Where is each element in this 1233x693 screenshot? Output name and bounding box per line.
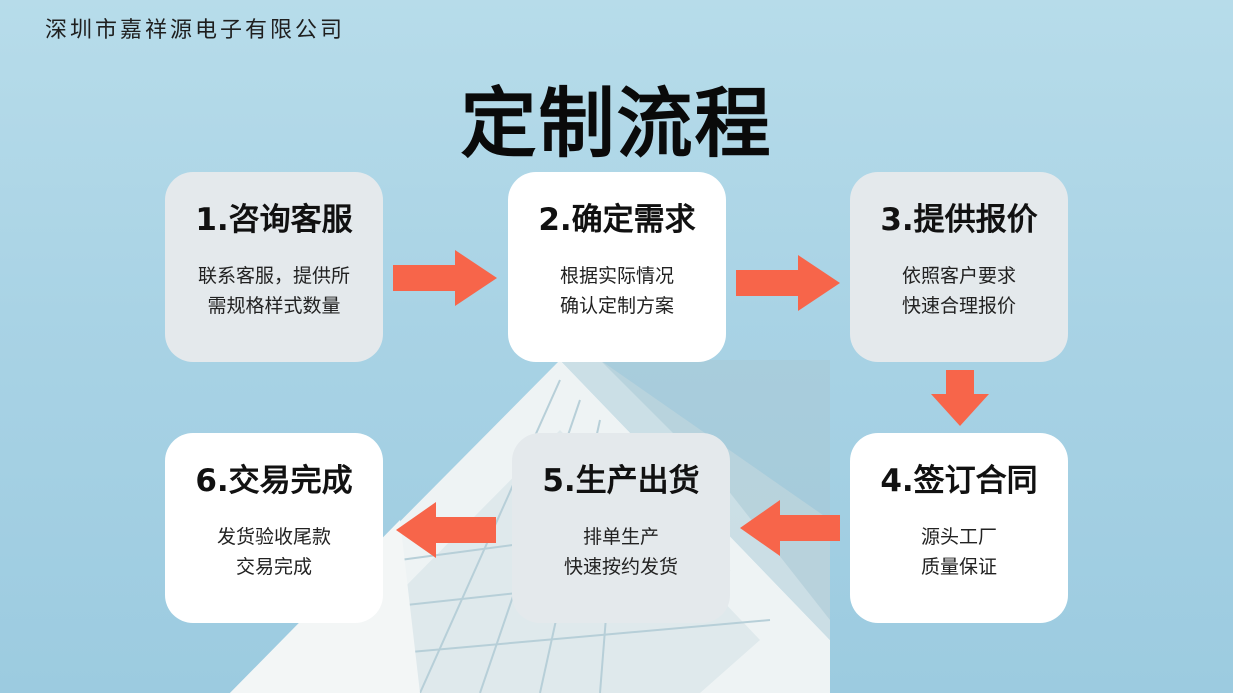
- arrow-down-icon: [931, 370, 989, 426]
- step-desc-line2: 确认定制方案: [559, 295, 674, 317]
- step-title: 3.提供报价: [880, 202, 1038, 238]
- step-card-4: 4.签订合同 源头工厂 质量保证: [850, 433, 1068, 623]
- step-desc-line1: 依照客户要求: [901, 265, 1016, 287]
- step-desc-line2: 质量保证: [920, 556, 997, 578]
- step-title: 1.咨询客服: [195, 202, 353, 238]
- step-card-3: 3.提供报价 依照客户要求 快速合理报价: [850, 172, 1068, 362]
- company-name: 深圳市嘉祥源电子有限公司: [45, 18, 346, 43]
- arrow-left-icon: [396, 502, 496, 558]
- arrow-right-icon: [393, 250, 497, 306]
- step-desc-line1: 根据实际情况: [559, 265, 674, 287]
- step-title: 4.签订合同: [880, 463, 1038, 499]
- step-desc-line2: 交易完成: [235, 556, 312, 578]
- step-card-2: 2.确定需求 根据实际情况 确认定制方案: [508, 172, 726, 362]
- step-desc-line2: 快速合理报价: [901, 295, 1016, 317]
- step-card-5: 5.生产出货 排单生产 快速按约发货: [512, 433, 730, 623]
- step-title: 5.生产出货: [542, 463, 700, 499]
- step-card-1: 1.咨询客服 联系客服，提供所 需规格样式数量: [165, 172, 383, 362]
- arrow-right-icon: [736, 255, 840, 311]
- step-desc-line1: 联系客服，提供所: [197, 265, 350, 287]
- page-title: 定制流程: [460, 79, 773, 168]
- step-desc-line1: 发货验收尾款: [216, 526, 331, 548]
- step-desc-line1: 排单生产: [582, 526, 659, 548]
- step-title: 2.确定需求: [538, 202, 696, 238]
- step-card-6: 6.交易完成 发货验收尾款 交易完成: [165, 433, 383, 623]
- step-desc-line2: 快速按约发货: [563, 556, 678, 578]
- step-desc-line1: 源头工厂: [920, 526, 997, 548]
- arrow-left-icon: [740, 500, 840, 556]
- step-title: 6.交易完成: [195, 463, 353, 499]
- step-desc-line2: 需规格样式数量: [207, 295, 341, 317]
